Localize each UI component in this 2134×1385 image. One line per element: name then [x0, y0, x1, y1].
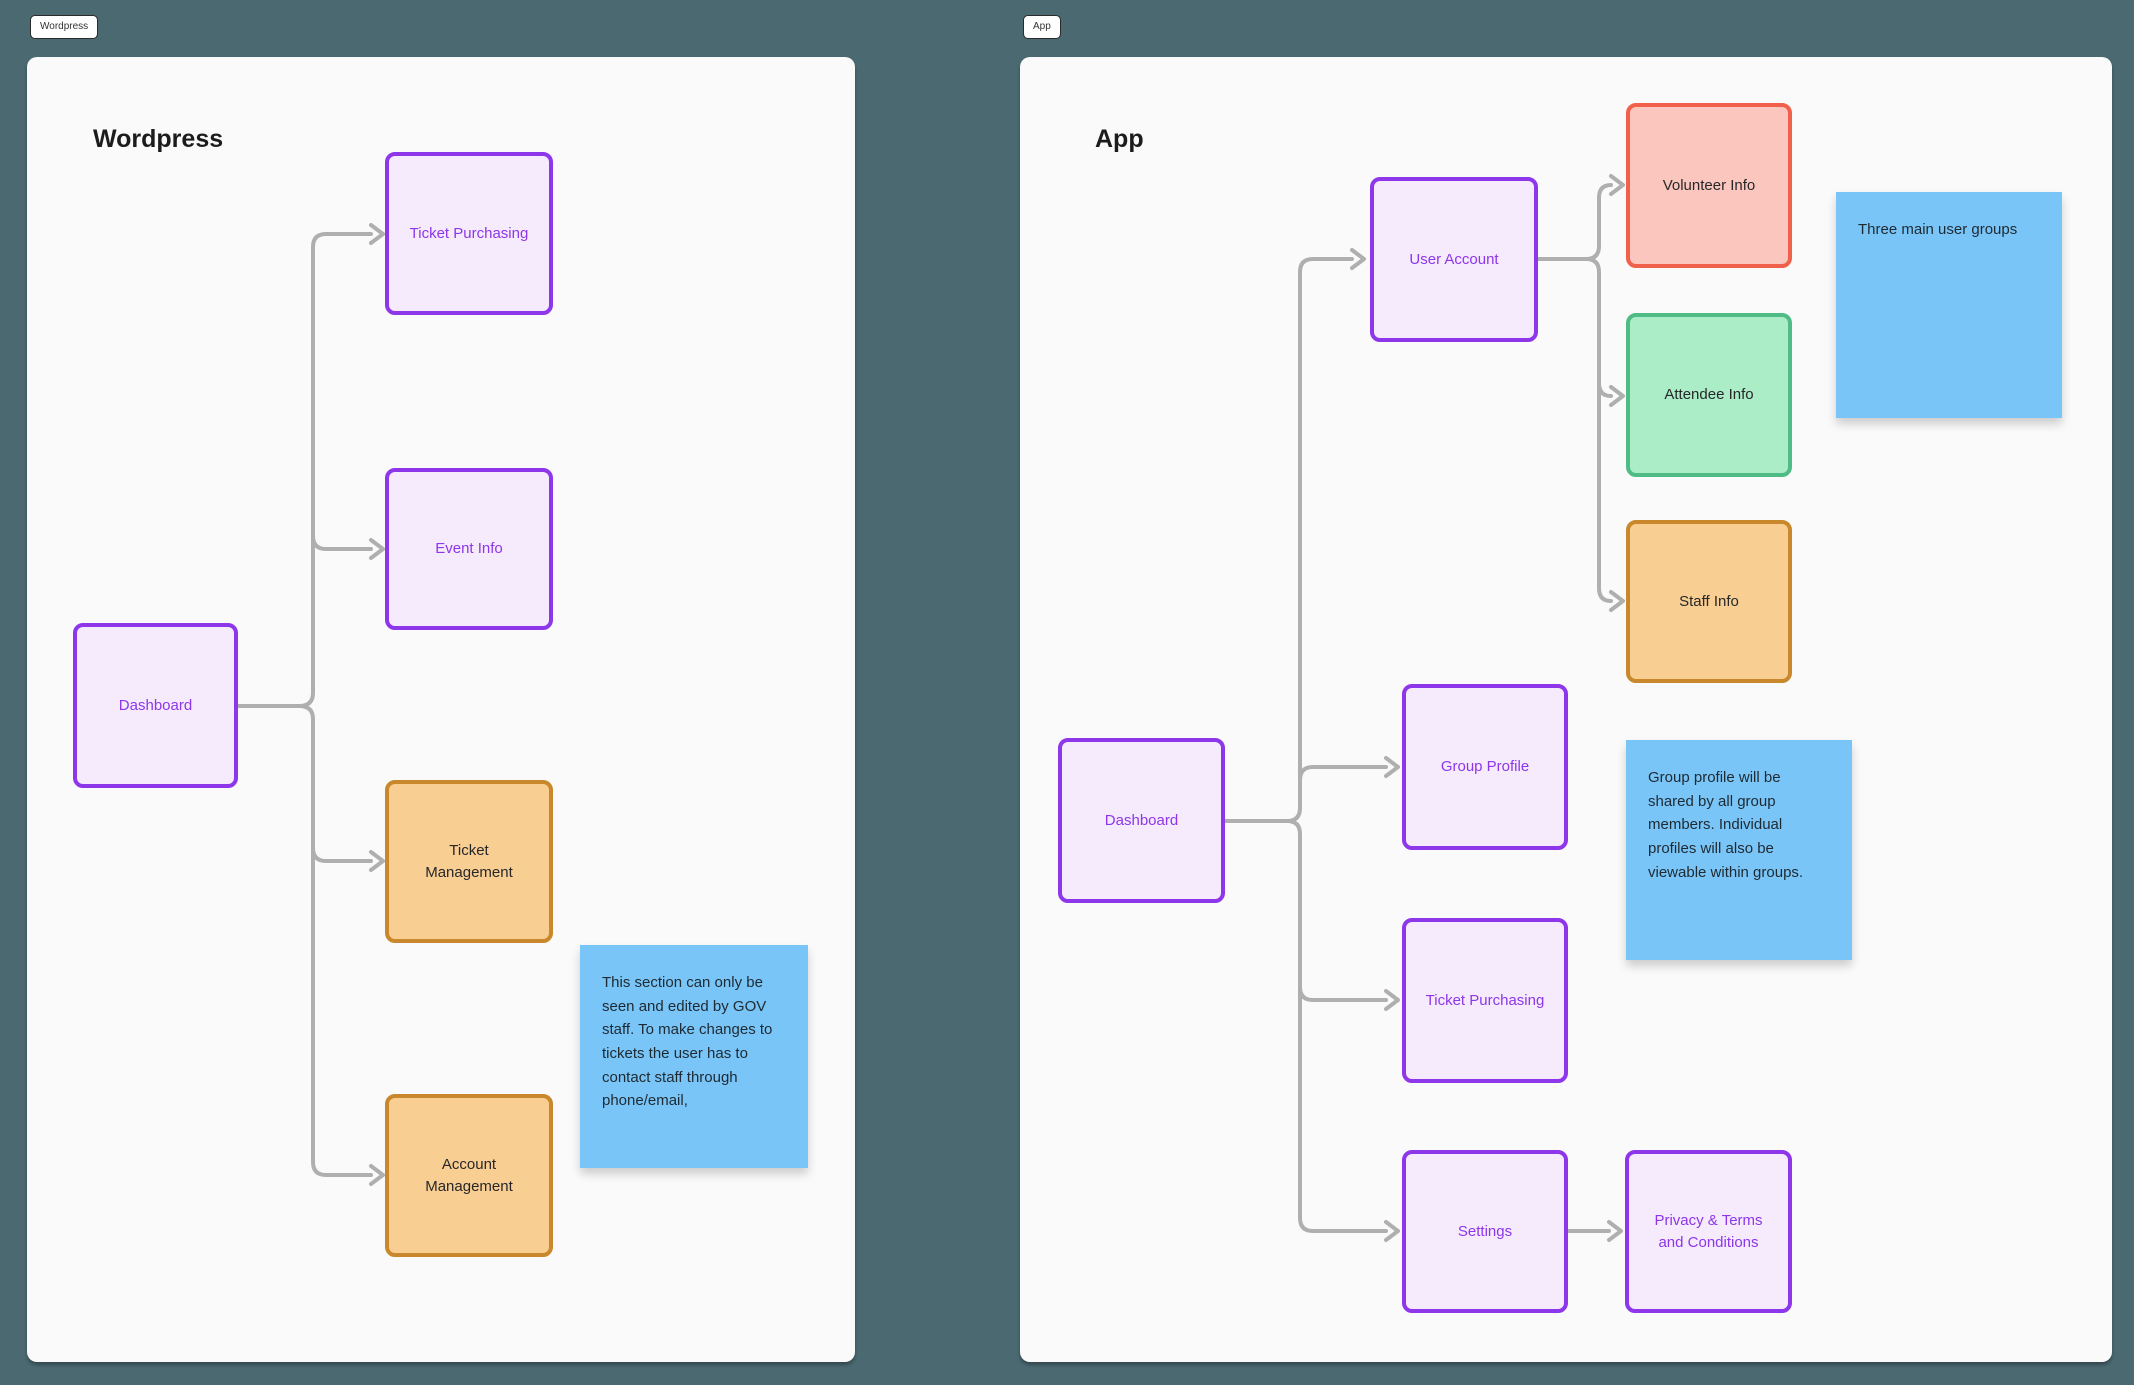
- node-label: Volunteer Info: [1662, 176, 1756, 194]
- node-label: Attendee Info: [1664, 386, 1754, 404]
- node-app-group-profile[interactable]: Group Profile: [1402, 684, 1568, 850]
- node-wp-ticket-purchasing[interactable]: Ticket Purchasing: [385, 152, 553, 315]
- node-app-settings[interactable]: Settings: [1402, 1150, 1568, 1313]
- node-app-privacy-terms[interactable]: Privacy & Terms and Conditions: [1625, 1150, 1792, 1313]
- node-label: Dashboard: [118, 696, 193, 714]
- node-label: Event Info: [435, 540, 503, 558]
- node-app-volunteer-info[interactable]: Volunteer Info: [1626, 103, 1792, 268]
- node-label: Dashboard: [1104, 811, 1179, 829]
- frame-tab-app[interactable]: App: [1023, 15, 1061, 39]
- node-label: Ticket Management: [425, 841, 513, 881]
- node-app-staff-info[interactable]: Staff Info: [1626, 520, 1792, 683]
- frame-title-app[interactable]: App: [1095, 125, 1144, 153]
- frame-title-wordpress[interactable]: Wordpress: [93, 125, 224, 153]
- sticky-note-app-group-profile[interactable]: Group profile will be shared by all grou…: [1626, 740, 1852, 960]
- sticky-note-app-user-groups[interactable]: Three main user groups: [1836, 192, 2062, 418]
- sticky-note-wp-gov-staff[interactable]: This section can only be seen and edited…: [580, 945, 808, 1168]
- frame-tab-wordpress[interactable]: Wordpress: [30, 15, 99, 39]
- node-label: Staff Info: [1679, 592, 1739, 610]
- node-wp-ticket-management[interactable]: Ticket Management: [385, 780, 553, 943]
- node-label: Settings: [1457, 1222, 1513, 1240]
- sticky-note-text: This section can only be seen and edited…: [602, 974, 773, 1110]
- node-label: User Account: [1409, 250, 1499, 268]
- sticky-note-text: Three main user groups: [1858, 221, 2018, 238]
- node-label: Account Management: [425, 1155, 513, 1195]
- node-wp-event-info[interactable]: Event Info: [385, 468, 553, 630]
- node-app-attendee-info[interactable]: Attendee Info: [1626, 313, 1792, 477]
- node-app-user-account[interactable]: User Account: [1370, 177, 1538, 342]
- node-label: Group Profile: [1440, 758, 1530, 776]
- node-label: Ticket Purchasing: [409, 224, 529, 242]
- node-app-dashboard[interactable]: Dashboard: [1058, 738, 1225, 903]
- node-wp-account-management[interactable]: Account Management: [385, 1094, 553, 1257]
- node-app-ticket-purchasing[interactable]: Ticket Purchasing: [1402, 918, 1568, 1083]
- sticky-note-text: Group profile will be shared by all grou…: [1648, 769, 1804, 881]
- node-label: Ticket Purchasing: [1425, 991, 1545, 1009]
- node-wp-dashboard[interactable]: Dashboard: [73, 623, 238, 788]
- node-label: Privacy & Terms and Conditions: [1654, 1211, 1763, 1251]
